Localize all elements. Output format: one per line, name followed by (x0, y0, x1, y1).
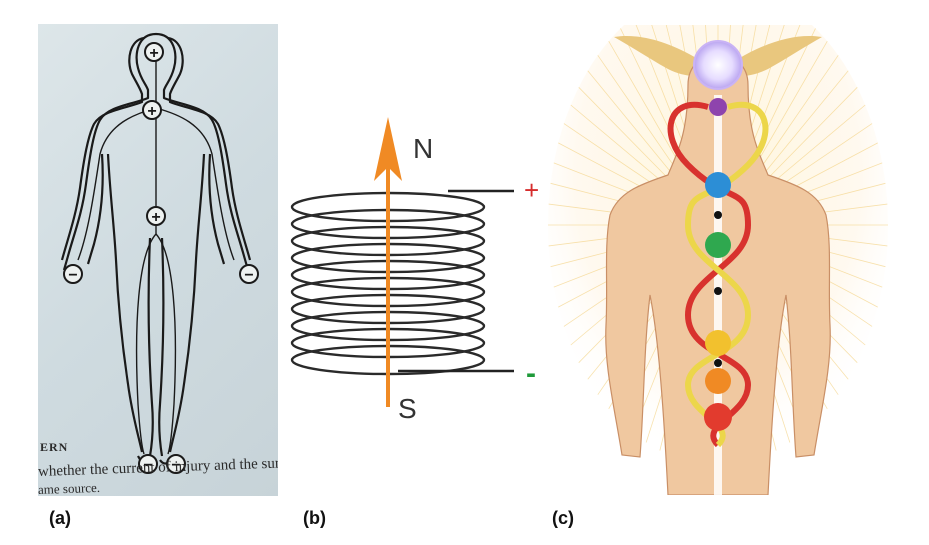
aura-ray (570, 104, 667, 186)
aura-ray (756, 40, 828, 164)
book-heading-fragment: ERN (40, 440, 69, 454)
throat-chakra-icon (705, 172, 731, 198)
caption-c: (c) (552, 508, 574, 528)
channel-node-1 (714, 211, 722, 219)
red-serpent-channel (667, 102, 752, 448)
north-pole-label: N (413, 133, 434, 164)
aura-ray (763, 70, 849, 174)
negative-marker-left-foot: − (143, 457, 152, 474)
positive-terminal-label: + (524, 175, 540, 205)
positive-marker-pelvis: + (151, 209, 160, 226)
aura-ray (766, 87, 858, 180)
aura-ray (563, 123, 664, 192)
aura-ray (760, 55, 839, 169)
channel-node-3 (714, 359, 722, 367)
yellow-serpent-channel (684, 102, 769, 448)
chakra-body-illustration (548, 25, 888, 495)
panel-a-body-polarity-sketch: + + + − − − − ERN whether the current of… (38, 24, 278, 496)
aura-ray (769, 104, 866, 186)
negative-terminal-label: - (526, 357, 536, 390)
heart-chakra-icon (705, 232, 731, 258)
aura-ray (578, 87, 670, 180)
solar-plexus-chakra-icon (705, 330, 731, 356)
aura-ray (597, 55, 676, 169)
caption-b: (b) (303, 508, 326, 528)
aura-ray (772, 123, 873, 192)
channel-node-2 (714, 287, 722, 295)
negative-marker-right-foot: − (171, 457, 180, 474)
south-pole-label: S (398, 393, 417, 424)
right-wing-icon (738, 35, 822, 76)
magnetic-field-arrow-head-icon (374, 117, 402, 181)
negative-marker-left-hand: − (68, 267, 77, 284)
positive-marker-neck: + (147, 103, 156, 120)
sacral-chakra-icon (705, 368, 731, 394)
solenoid-coil-drawing (290, 117, 514, 407)
third-eye-chakra-icon (709, 98, 727, 116)
left-wing-icon (614, 35, 698, 76)
panel-b-solenoid-diagram: N S + - (278, 95, 558, 465)
caption-a: (a) (49, 508, 71, 528)
positive-marker-head: + (149, 45, 158, 62)
aura-ray (608, 40, 680, 164)
root-chakra-icon (704, 403, 732, 431)
crown-chakra-icon (693, 40, 743, 90)
book-text-line-2: ame source. (38, 479, 101, 496)
aura-ray (587, 70, 673, 174)
body-outline-drawing: + + + − − − − (60, 32, 259, 474)
negative-marker-right-hand: − (244, 267, 253, 284)
panel-c-chakra-figure (548, 25, 888, 495)
